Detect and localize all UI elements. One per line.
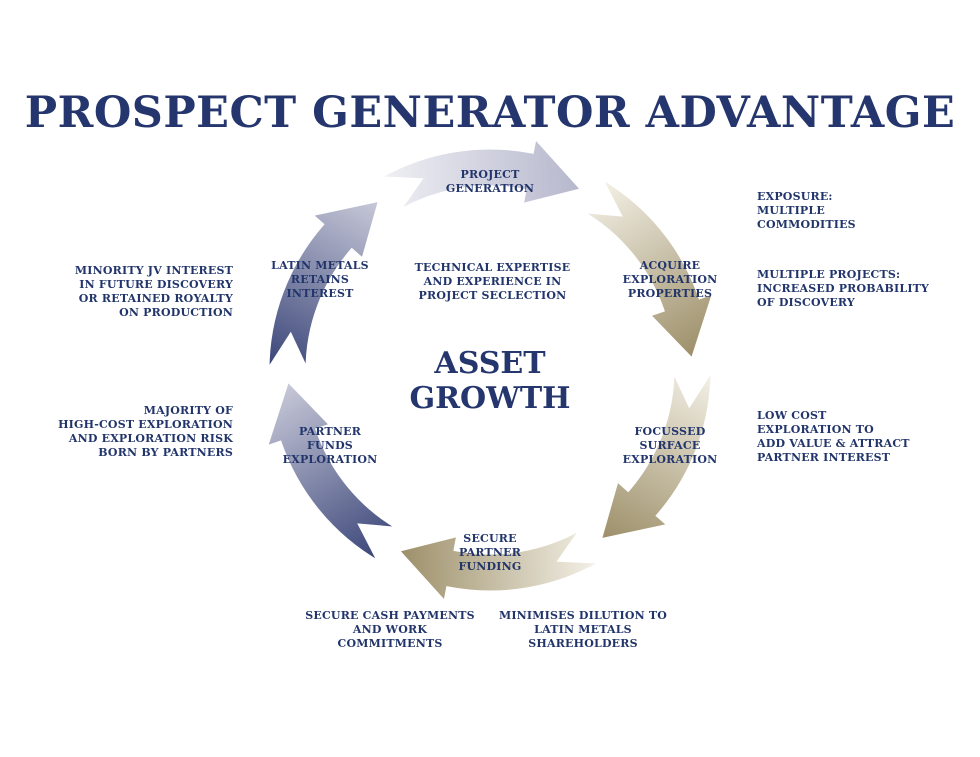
annotation-secure-cash: SECURE CASH PAYMENTS AND WORK COMMITMENT… xyxy=(305,609,475,650)
annotation-exposure: EXPOSURE: MULTIPLE COMMODITIES xyxy=(757,190,856,231)
step-project-generation: PROJECT GENERATION xyxy=(445,168,535,195)
step-partner-funds-exploration: PARTNER FUNDS EXPLORATION xyxy=(282,425,378,466)
cycle-arrow-segment xyxy=(264,377,400,567)
cycle-arrow-segment xyxy=(373,134,585,213)
cycle-arrow-segment xyxy=(266,198,382,376)
step-latin-metals-retains-interest: LATIN METALS RETAINS INTEREST xyxy=(271,259,369,300)
annotation-multiple-projects: MULTIPLE PROJECTS: INCREASED PROBABILITY… xyxy=(757,268,930,309)
center-subtitle: TECHNICAL EXPERTISE AND EXPERIENCE IN PR… xyxy=(414,261,571,302)
cycle-arrow-segment xyxy=(395,527,607,606)
annotation-majority-cost: MAJORITY OF HIGH-COST EXPLORATION AND EX… xyxy=(58,404,233,459)
annotation-low-cost: LOW COST EXPLORATION TO ADD VALUE & ATTR… xyxy=(757,409,910,464)
cycle-arrow-segment xyxy=(580,173,716,363)
center-title: ASSET GROWTH xyxy=(409,346,571,416)
step-secure-partner-funding: SECURE PARTNER FUNDING xyxy=(458,532,522,573)
step-acquire-exploration-properties: ACQUIRE EXPLORATION PROPERTIES xyxy=(622,259,718,300)
annotation-minority-jv: MINORITY JV INTEREST IN FUTURE DISCOVERY… xyxy=(74,264,233,319)
step-focussed-surface-exploration: FOCUSSED SURFACE EXPLORATION xyxy=(622,425,718,466)
page-title: PROSPECT GENERATOR ADVANTAGE xyxy=(24,88,956,138)
annotation-minimises-dilution: MINIMISES DILUTION TO LATIN METALS SHARE… xyxy=(498,609,668,650)
cycle-arrow-segment xyxy=(598,364,714,542)
